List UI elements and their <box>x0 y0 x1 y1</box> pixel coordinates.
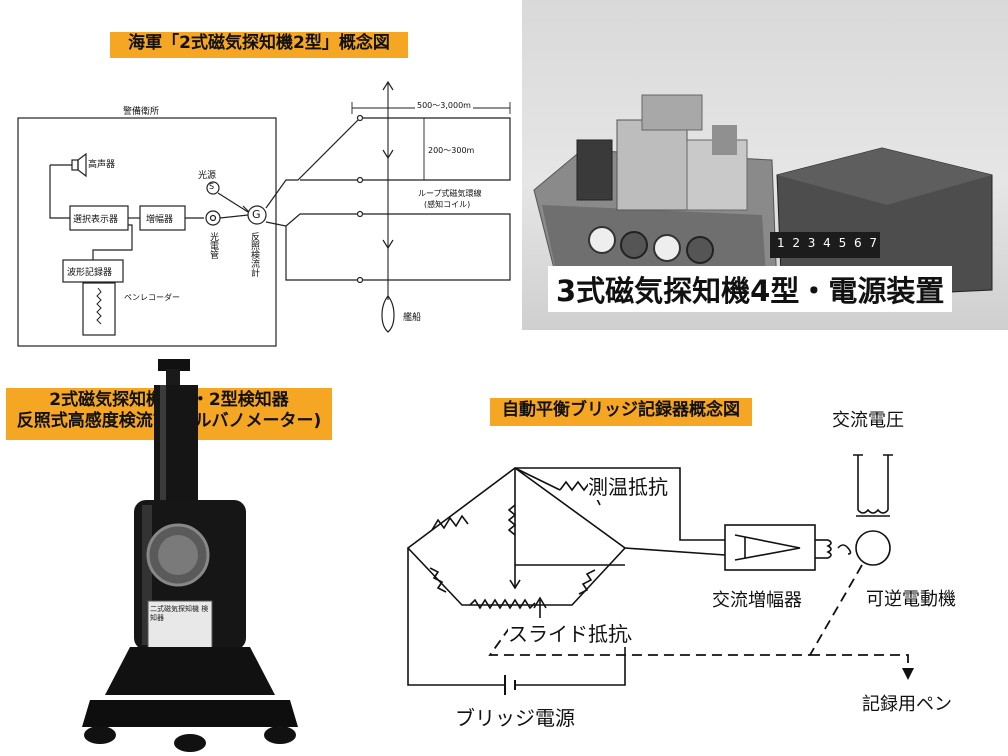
slide-resistor-label: スライド抵抗 <box>508 618 628 647</box>
ruler-digit: 3 <box>807 236 816 250</box>
ruler-digit: 4 <box>823 236 831 250</box>
galvanometer-photo <box>82 359 298 752</box>
ship-icon <box>381 295 395 333</box>
light-symbol: S <box>209 182 215 191</box>
galvanometer-plate-text: 二式磁気探知機 検知器 <box>150 605 209 623</box>
ruler-digit: 6 <box>853 236 862 250</box>
bridge-power-label: ブリッジ電源 <box>455 706 575 730</box>
temp-resistor-label: 測温抵抗 <box>588 471 668 500</box>
galvanometer-icon <box>247 205 267 225</box>
dist-short-label: 200～300m <box>428 146 475 155</box>
loop-label: ループ式磁気環線 <box>418 189 482 198</box>
phototube-label: 光電管 <box>208 232 218 259</box>
loop-sub-label: (感知コイル) <box>424 200 471 209</box>
galvanometer-label: 反照検流計 <box>249 232 259 277</box>
ac-voltage-label: 交流電圧 <box>832 410 904 431</box>
ruler-digit: 5 <box>838 236 847 250</box>
lightsource-label: 光源 <box>198 171 217 181</box>
station-label: 警備衛所 <box>123 107 160 117</box>
reversible-motor-label: 可逆電動機 <box>866 589 956 610</box>
recorder-pen-label: 記録用ペン <box>862 694 952 715</box>
ship-label: 艦船 <box>403 313 422 323</box>
light-source-icon <box>206 181 220 195</box>
ac-amp-label: 交流増幅器 <box>712 590 802 611</box>
station-box <box>17 117 277 347</box>
penrecorder-label: ペンレコーダー <box>124 293 180 302</box>
penrecorder-chart <box>82 282 116 336</box>
phototube-icon <box>205 210 221 226</box>
ruler-digit: 7 <box>869 236 877 250</box>
amplifier-label: 増幅器 <box>146 215 174 225</box>
waveform-label: 波形記録器 <box>67 268 113 278</box>
bridge-diagram <box>406 454 914 695</box>
ruler-digit: 1 <box>777 236 785 250</box>
motor-icon <box>855 530 891 566</box>
ac-amp-box <box>724 524 816 571</box>
speaker-label: 高声器 <box>88 160 116 170</box>
selector-label: 選択表示器 <box>73 215 119 225</box>
ruler-digit: 2 <box>792 236 801 250</box>
dist-long-label: 500～3,000m <box>415 100 473 111</box>
device-caption: 3式磁気探知機4型・電源装置 <box>548 266 953 312</box>
speaker-icon <box>71 159 79 171</box>
panel4-title: 自動平衡ブリッジ記録器概念図 <box>490 398 752 426</box>
panel1-title: 海軍「2式磁気探知機2型」概念図 <box>110 32 408 58</box>
galv-symbol: G <box>252 208 261 221</box>
